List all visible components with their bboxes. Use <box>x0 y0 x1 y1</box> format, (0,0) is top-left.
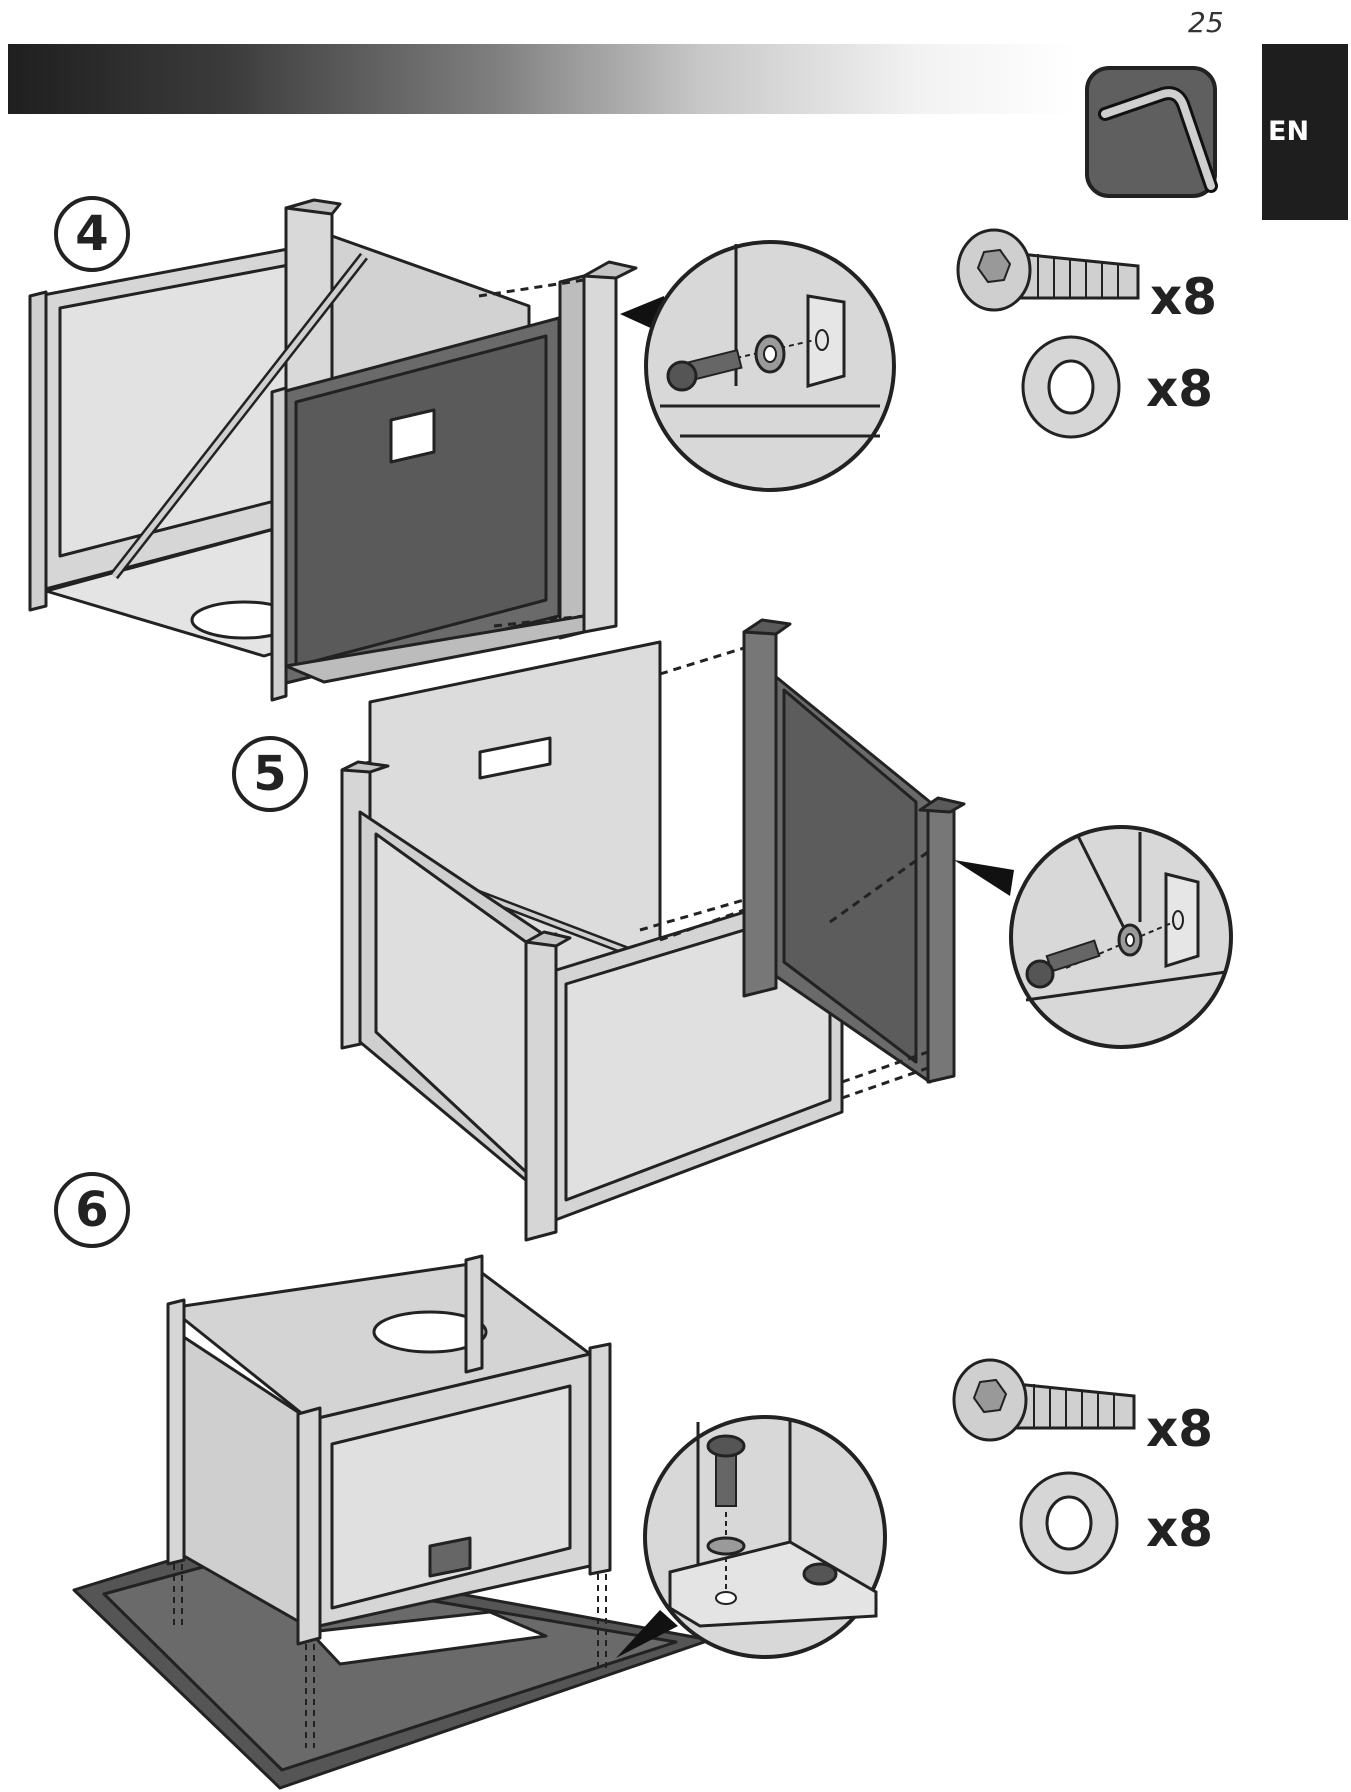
step-4-bolt-icon <box>956 228 1140 312</box>
hex-key-icon <box>1098 86 1218 193</box>
step-5-frame-illustration <box>340 618 966 1242</box>
step-6-badge: 6 <box>54 1172 130 1248</box>
hex-key-tool-box <box>1085 66 1218 198</box>
language-label: EN <box>1268 116 1310 147</box>
header-gradient-bar <box>8 44 1078 114</box>
step-4-bolt-qty: x8 <box>1150 268 1218 326</box>
step-6-frame-illustration <box>72 1254 712 1790</box>
step-6-washer-qty: x8 <box>1146 1500 1214 1558</box>
step-6-bolt-qty: x8 <box>1146 1400 1214 1458</box>
step-4-washer-icon <box>1021 335 1121 439</box>
step-4-frame-illustration <box>28 198 638 702</box>
page-number: 25 <box>1188 6 1224 39</box>
step-5-detail-zoom <box>954 825 1233 1049</box>
step-6-washer-icon <box>1019 1471 1119 1575</box>
step-4-washer-qty: x8 <box>1146 360 1214 418</box>
language-tab: EN <box>1262 44 1348 220</box>
step-6-bolt-icon <box>952 1358 1136 1442</box>
step-4-badge: 4 <box>54 196 130 272</box>
step-4-detail-zoom <box>620 240 896 492</box>
step-5-badge: 5 <box>232 736 308 812</box>
step-6-detail-zoom <box>616 1415 887 1659</box>
